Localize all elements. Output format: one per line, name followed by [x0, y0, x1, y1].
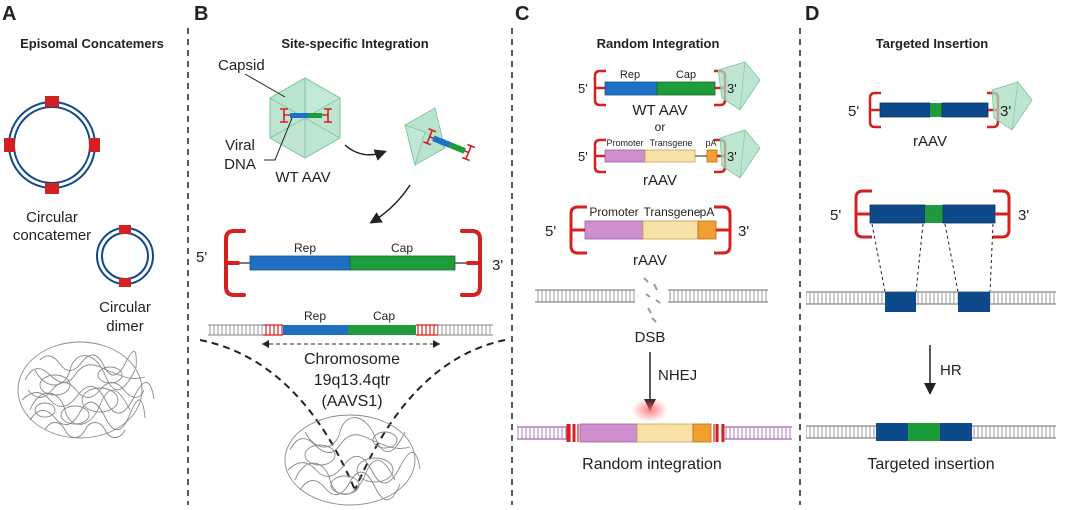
- panel-letter-a: A: [2, 3, 16, 25]
- five-prime-d2: 5': [830, 207, 841, 224]
- panel-title-c: Random Integration: [597, 36, 720, 51]
- transgene-label-c-small: Transgene: [650, 138, 693, 148]
- raav-label-c1: rAAV: [643, 172, 677, 189]
- chromosome-label-2: 19q13.4qtr: [314, 372, 391, 389]
- viral-dna-pointer: [264, 117, 293, 161]
- panel-letter-c: C: [515, 3, 529, 25]
- panel-letter-b: B: [194, 3, 208, 25]
- raav-genome-d-large: [854, 189, 1011, 239]
- three-prime-c2: 3': [727, 149, 737, 164]
- panel-letter-d: D: [805, 3, 819, 25]
- circular-concatemer-label-1: Circular: [26, 209, 78, 226]
- promoter-label-c: Promoter: [589, 205, 638, 219]
- raav-genome-c-small: [593, 129, 761, 179]
- rep-label-chrom: Rep: [304, 309, 326, 323]
- panel-title-b: Site-specific Integration: [281, 36, 428, 51]
- five-prime-c2: 5': [578, 149, 588, 164]
- itr-right-b: [460, 229, 482, 297]
- raav-label-c2: rAAV: [633, 252, 667, 269]
- transgene-label-c: Transgene: [644, 205, 701, 219]
- dsb-label: DSB: [635, 329, 666, 346]
- circular-concatemer-label-2: concatemer: [13, 227, 91, 244]
- random-integration-product: [517, 423, 792, 443]
- capsid-label: Capsid: [218, 57, 265, 74]
- three-prime-d2: 3': [1018, 207, 1029, 224]
- chromatin-tangle-b-icon: [284, 414, 421, 506]
- chromosome-label-3: (AAVS1): [321, 393, 382, 410]
- random-integration-label: Random integration: [582, 456, 722, 473]
- panel-title-a: Episomal Concatemers: [20, 36, 164, 51]
- circular-dimer-label-1: Circular: [99, 299, 151, 316]
- integration-arrow: [369, 184, 411, 224]
- chromatin-tangle-icon: [17, 341, 155, 439]
- pa-label-c: pA: [700, 205, 715, 219]
- targeted-insertion-product: [806, 423, 1056, 441]
- pa-label-c-small: pA: [705, 138, 716, 148]
- wt-aav-genome: [224, 229, 482, 297]
- targeted-insertion-label: Targeted insertion: [867, 456, 994, 473]
- five-prime-c3: 5': [545, 223, 556, 240]
- raav-genome-c-large: [569, 205, 732, 255]
- wt-aav-genome-c: [593, 61, 761, 111]
- chromosome-integrated-b: [208, 324, 493, 336]
- uncoating-arrow: [344, 144, 387, 161]
- cap-label-c: Cap: [676, 69, 696, 81]
- viral-dna-label-2: DNA: [224, 156, 256, 173]
- uncoated-capsid-icon: [404, 107, 476, 167]
- circular-dimer-label-2: dimer: [106, 318, 144, 335]
- panel-title-d: Targeted Insertion: [876, 36, 989, 51]
- nhej-label: NHEJ: [658, 367, 697, 384]
- raav-genome-d-small: [868, 81, 1033, 131]
- chromosome-label-1: Chromosome: [304, 351, 400, 368]
- or-label: or: [655, 120, 666, 134]
- cap-label-chrom: Cap: [373, 309, 395, 323]
- aav-capsid-icon: [269, 77, 341, 159]
- capsid-pointer: [244, 73, 286, 98]
- five-prime-c1: 5': [578, 81, 588, 96]
- three-prime-b: 3': [492, 257, 503, 274]
- five-prime-d1: 5': [848, 103, 859, 120]
- zoom-line-left: [199, 339, 356, 491]
- wt-aav-label-c: WT AAV: [632, 102, 687, 119]
- viral-dna-label-1: Viral: [225, 137, 255, 154]
- homology-lines: [871, 223, 994, 293]
- integration-glow: [632, 398, 668, 422]
- rep-label-b: Rep: [294, 241, 316, 255]
- dsb-dna: [535, 277, 768, 323]
- hr-label: HR: [940, 362, 962, 379]
- circular-dimer-icon: [96, 225, 154, 287]
- three-prime-c1: 3': [727, 81, 737, 96]
- three-prime-c3: 3': [738, 223, 749, 240]
- target-chromosome-d: [806, 291, 1056, 312]
- raav-label-d: rAAV: [913, 133, 947, 150]
- wt-aav-label-b: WT AAV: [275, 169, 330, 186]
- rep-label-c: Rep: [620, 69, 640, 81]
- itr-left-b: [224, 229, 246, 297]
- promoter-label-c-small: Promoter: [606, 138, 643, 148]
- cap-label-b: Cap: [391, 241, 413, 255]
- five-prime-b: 5': [196, 249, 207, 266]
- zoom-line-right: [354, 339, 506, 491]
- circular-concatemer-icon: [4, 96, 100, 194]
- three-prime-d1: 3': [1000, 103, 1011, 120]
